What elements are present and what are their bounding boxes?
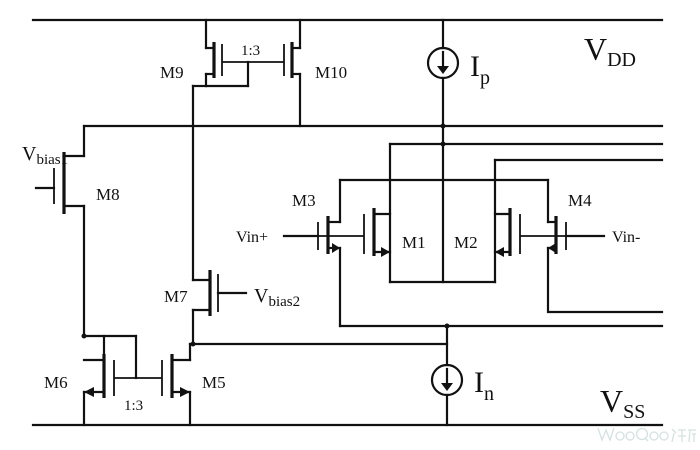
transistor-m1 [318, 208, 392, 257]
junction-dots [81, 123, 450, 347]
transistor-m4 [546, 178, 567, 314]
m9-m10-gate-tie [191, 60, 284, 282]
watermark-logo [597, 427, 696, 443]
m4-label: M4 [568, 191, 592, 210]
vin-plus-label: Vin+ [236, 229, 268, 246]
transistor-m5 [161, 342, 192, 427]
m9-label: M9 [160, 63, 184, 82]
m10-label: M10 [315, 63, 347, 82]
vbias2-label: Vbias2 [254, 285, 300, 310]
m6-label: M6 [44, 373, 68, 392]
transistor-m10 [283, 18, 302, 128]
transistor-m6 [82, 334, 138, 427]
transistor-m9 [204, 18, 223, 88]
ratio-top-label: 1:3 [241, 43, 260, 59]
m8-label: M8 [96, 185, 120, 204]
m3-label: M3 [292, 191, 316, 210]
transistor-m3 [317, 178, 342, 328]
transistor-m2 [493, 208, 566, 257]
vin-minus-label: Vin- [612, 229, 640, 246]
current-source-in [430, 324, 464, 427]
vss-label: VSS [600, 383, 645, 423]
m5-label: M5 [202, 373, 226, 392]
transistor-m7 [191, 270, 248, 346]
ratio-bottom-label: 1:3 [124, 398, 143, 414]
transistor-m8 [34, 124, 86, 338]
m1-label: M1 [402, 233, 426, 252]
ip-label: Ip [470, 50, 490, 89]
m2-label: M2 [454, 233, 478, 252]
in-label: In [474, 366, 494, 405]
vdd-label: VDD [584, 31, 636, 71]
m7-label: M7 [164, 287, 188, 306]
m5-m6-gate-tie [114, 334, 162, 380]
vbias1-label: Vbias1 [22, 143, 68, 168]
